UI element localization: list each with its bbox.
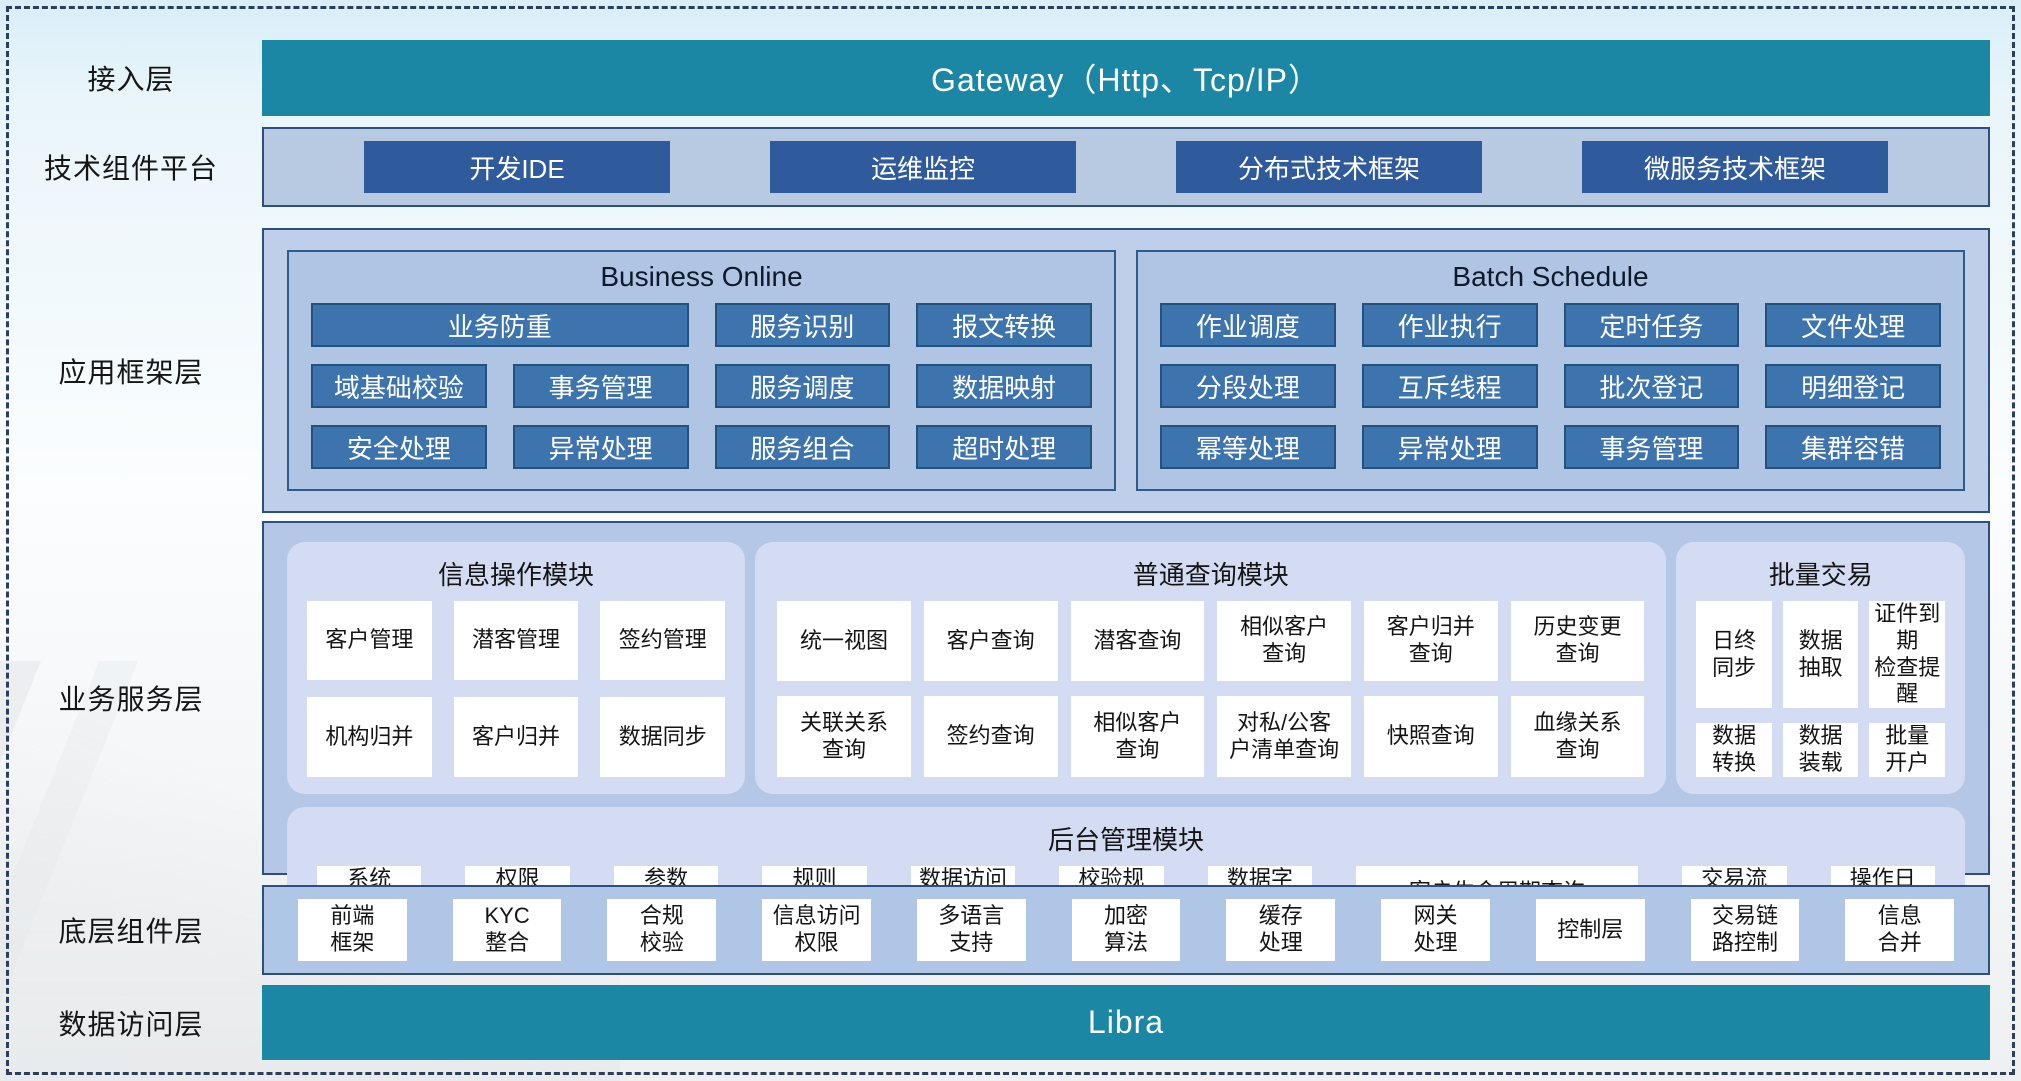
service-cell: 潜客查询 — [1070, 601, 1205, 682]
query-module-title: 普通查询模块 — [1132, 560, 1289, 590]
app-framework-container: Business Online 业务防重服务识别报文转换域基础校验事务管理服务调… — [262, 228, 1990, 513]
info-ops-grid: 客户管理潜客管理签约管理机构归并客户归并数据同步 — [307, 601, 726, 777]
framework-chip: 作业执行 — [1361, 303, 1538, 347]
layer-data-access: 数据访问层 Libra — [0, 985, 2021, 1060]
layer-label-tech-platform: 技术组件平台 — [43, 153, 218, 184]
backoffice-title: 后台管理模块 — [1047, 824, 1204, 855]
service-cell: 血缘关系 查询 — [1510, 696, 1645, 777]
service-cell: 数据 转换 — [1696, 723, 1772, 777]
service-cell: 数据 抽取 — [1782, 601, 1859, 709]
service-cell: 批量 开户 — [1869, 723, 1945, 777]
gateway-bar: Gateway（Http、Tcp/IP） — [262, 40, 1990, 116]
tech-component-chip: 微服务技术框架 — [1582, 141, 1888, 193]
layer-label-business-service: 业务服务层 — [58, 684, 204, 715]
info-ops-title: 信息操作模块 — [438, 560, 595, 590]
base-component-cell: 前端 框架 — [298, 899, 407, 961]
info-ops-module: 信息操作模块 客户管理潜客管理签约管理机构归并客户归并数据同步 — [287, 542, 746, 794]
tech-platform-container: 开发IDE 运维监控 分布式技术框架 微服务技术框架 — [262, 127, 1990, 207]
service-cell: 客户管理 — [307, 601, 432, 681]
layer-app-framework: 应用框架层 Business Online 业务防重服务识别报文转换域基础校验事… — [0, 228, 2021, 513]
service-cell: 相似客户 查询 — [1217, 601, 1351, 682]
base-components-container: 前端 框架 KYC 整合合规 校验信息访问 权限多语言 支持加密 算法缓存 处理网… — [262, 885, 1990, 975]
base-component-cell: 信息访问 权限 — [762, 899, 871, 961]
base-component-cell: 控制层 — [1535, 899, 1645, 961]
service-cell: 客户归并 查询 — [1363, 601, 1498, 682]
batch-trade-title: 批量交易 — [1768, 560, 1873, 590]
service-cell: 数据 装载 — [1782, 723, 1859, 777]
framework-chip: 集群容错 — [1765, 425, 1941, 469]
business-service-container: 信息操作模块 客户管理潜客管理签约管理机构归并客户归并数据同步 普通查询模块 统… — [262, 521, 1990, 925]
service-cell: 日终 同步 — [1696, 601, 1772, 709]
batch-schedule-panel: Batch Schedule 作业调度作业执行定时任务文件处理分段处理互斥线程批… — [1136, 250, 1965, 491]
layer-label-access: 接入层 — [87, 64, 175, 95]
service-cell: 快照查询 — [1363, 696, 1498, 777]
layer-label-data-access: 数据访问层 — [58, 1008, 204, 1040]
business-online-title: Business Online — [600, 261, 803, 292]
tech-component-chip: 运维监控 — [770, 141, 1076, 193]
service-cell: 签约查询 — [923, 696, 1058, 777]
service-modules-row: 信息操作模块 客户管理潜客管理签约管理机构归并客户归并数据同步 普通查询模块 统… — [287, 542, 1965, 794]
tech-component-chip: 开发IDE — [364, 141, 670, 193]
base-component-cell: 多语言 支持 — [916, 899, 1026, 961]
framework-chip: 文件处理 — [1765, 303, 1941, 347]
layer-label-app-framework: 应用框架层 — [58, 356, 204, 388]
framework-chip: 报文转换 — [916, 303, 1092, 347]
service-cell: 历史变更 查询 — [1510, 601, 1645, 682]
framework-chip: 异常处理 — [1361, 425, 1538, 469]
service-cell: 机构归并 — [307, 697, 432, 777]
base-component-cell: 合规 校验 — [607, 899, 717, 961]
base-component-cell: 加密 算法 — [1071, 899, 1181, 961]
query-module: 普通查询模块 统一视图客户查询潜客查询相似客户 查询客户归并 查询历史变更 查询… — [755, 542, 1667, 794]
service-cell: 客户查询 — [923, 601, 1058, 682]
business-online-grid: 业务防重服务识别报文转换域基础校验事务管理服务调度数据映射安全处理异常处理服务组… — [289, 303, 1114, 489]
framework-chip: 互斥线程 — [1361, 364, 1538, 408]
batch-schedule-title: Batch Schedule — [1452, 261, 1649, 292]
layer-base-components: 底层组件层 前端 框架 KYC 整合合规 校验信息访问 权限多语言 支持加密 算法… — [0, 885, 2021, 975]
tech-component-chip: 分布式技术框架 — [1176, 141, 1482, 193]
framework-chip: 事务管理 — [1563, 425, 1740, 469]
framework-chip: 幂等处理 — [1160, 425, 1336, 469]
service-cell: 统一视图 — [777, 601, 911, 682]
framework-chip: 数据映射 — [916, 364, 1092, 408]
framework-chip: 明细登记 — [1765, 364, 1941, 408]
libra-bar: Libra — [262, 985, 1990, 1060]
batch-schedule-grid: 作业调度作业执行定时任务文件处理分段处理互斥线程批次登记明细登记幂等处理异常处理… — [1138, 303, 1963, 489]
service-cell: 签约管理 — [600, 601, 726, 681]
framework-chip: 域基础校验 — [311, 364, 487, 408]
layer-business-service: 业务服务层 信息操作模块 客户管理潜客管理签约管理机构归并客户归并数据同步 普通… — [0, 521, 2021, 925]
service-cell: 潜客管理 — [453, 601, 579, 681]
service-cell: 证件到期 检查提醒 — [1869, 601, 1945, 709]
service-cell: 数据同步 — [600, 697, 726, 777]
batch-trade-grid: 日终 同步数据 抽取证件到期 检查提醒数据 转换数据 装载批量 开户 — [1696, 601, 1945, 777]
service-cell: 客户归并 — [453, 697, 579, 777]
framework-chip: 分段处理 — [1160, 364, 1336, 408]
layer-access: 接入层 Gateway（Http、Tcp/IP） — [0, 40, 2021, 116]
base-component-cell: 信息 合并 — [1845, 899, 1955, 961]
layer-label-base-components: 底层组件层 — [58, 916, 204, 947]
framework-chip: 服务识别 — [714, 303, 891, 347]
service-cell: 关联关系 查询 — [777, 696, 911, 777]
batch-trade-module: 批量交易 日终 同步数据 抽取证件到期 检查提醒数据 转换数据 装载批量 开户 — [1676, 542, 1965, 794]
framework-chip: 安全处理 — [311, 425, 487, 469]
base-component-cell: 缓存 处理 — [1226, 899, 1336, 961]
base-component-cell: 交易链 路控制 — [1690, 899, 1800, 961]
framework-chip: 定时任务 — [1563, 303, 1740, 347]
business-online-panel: Business Online 业务防重服务识别报文转换域基础校验事务管理服务调… — [287, 250, 1116, 491]
framework-chip: 异常处理 — [512, 425, 689, 469]
query-grid: 统一视图客户查询潜客查询相似客户 查询客户归并 查询历史变更 查询关联关系 查询… — [775, 601, 1646, 777]
framework-chip: 批次登记 — [1563, 364, 1740, 408]
base-component-cell: KYC 整合 — [452, 899, 562, 961]
base-component-cell: 网关 处理 — [1381, 899, 1490, 961]
service-cell: 相似客户 查询 — [1070, 696, 1205, 777]
layer-tech-platform: 技术组件平台 开发IDE 运维监控 分布式技术框架 微服务技术框架 — [0, 127, 2021, 207]
service-cell: 对私/公客 户清单查询 — [1217, 696, 1351, 777]
framework-chip: 服务组合 — [714, 425, 891, 469]
framework-chip: 业务防重 — [311, 303, 689, 347]
framework-chip: 服务调度 — [714, 364, 891, 408]
framework-chip: 超时处理 — [916, 425, 1092, 469]
framework-chip: 事务管理 — [512, 364, 689, 408]
framework-chip: 作业调度 — [1160, 303, 1336, 347]
